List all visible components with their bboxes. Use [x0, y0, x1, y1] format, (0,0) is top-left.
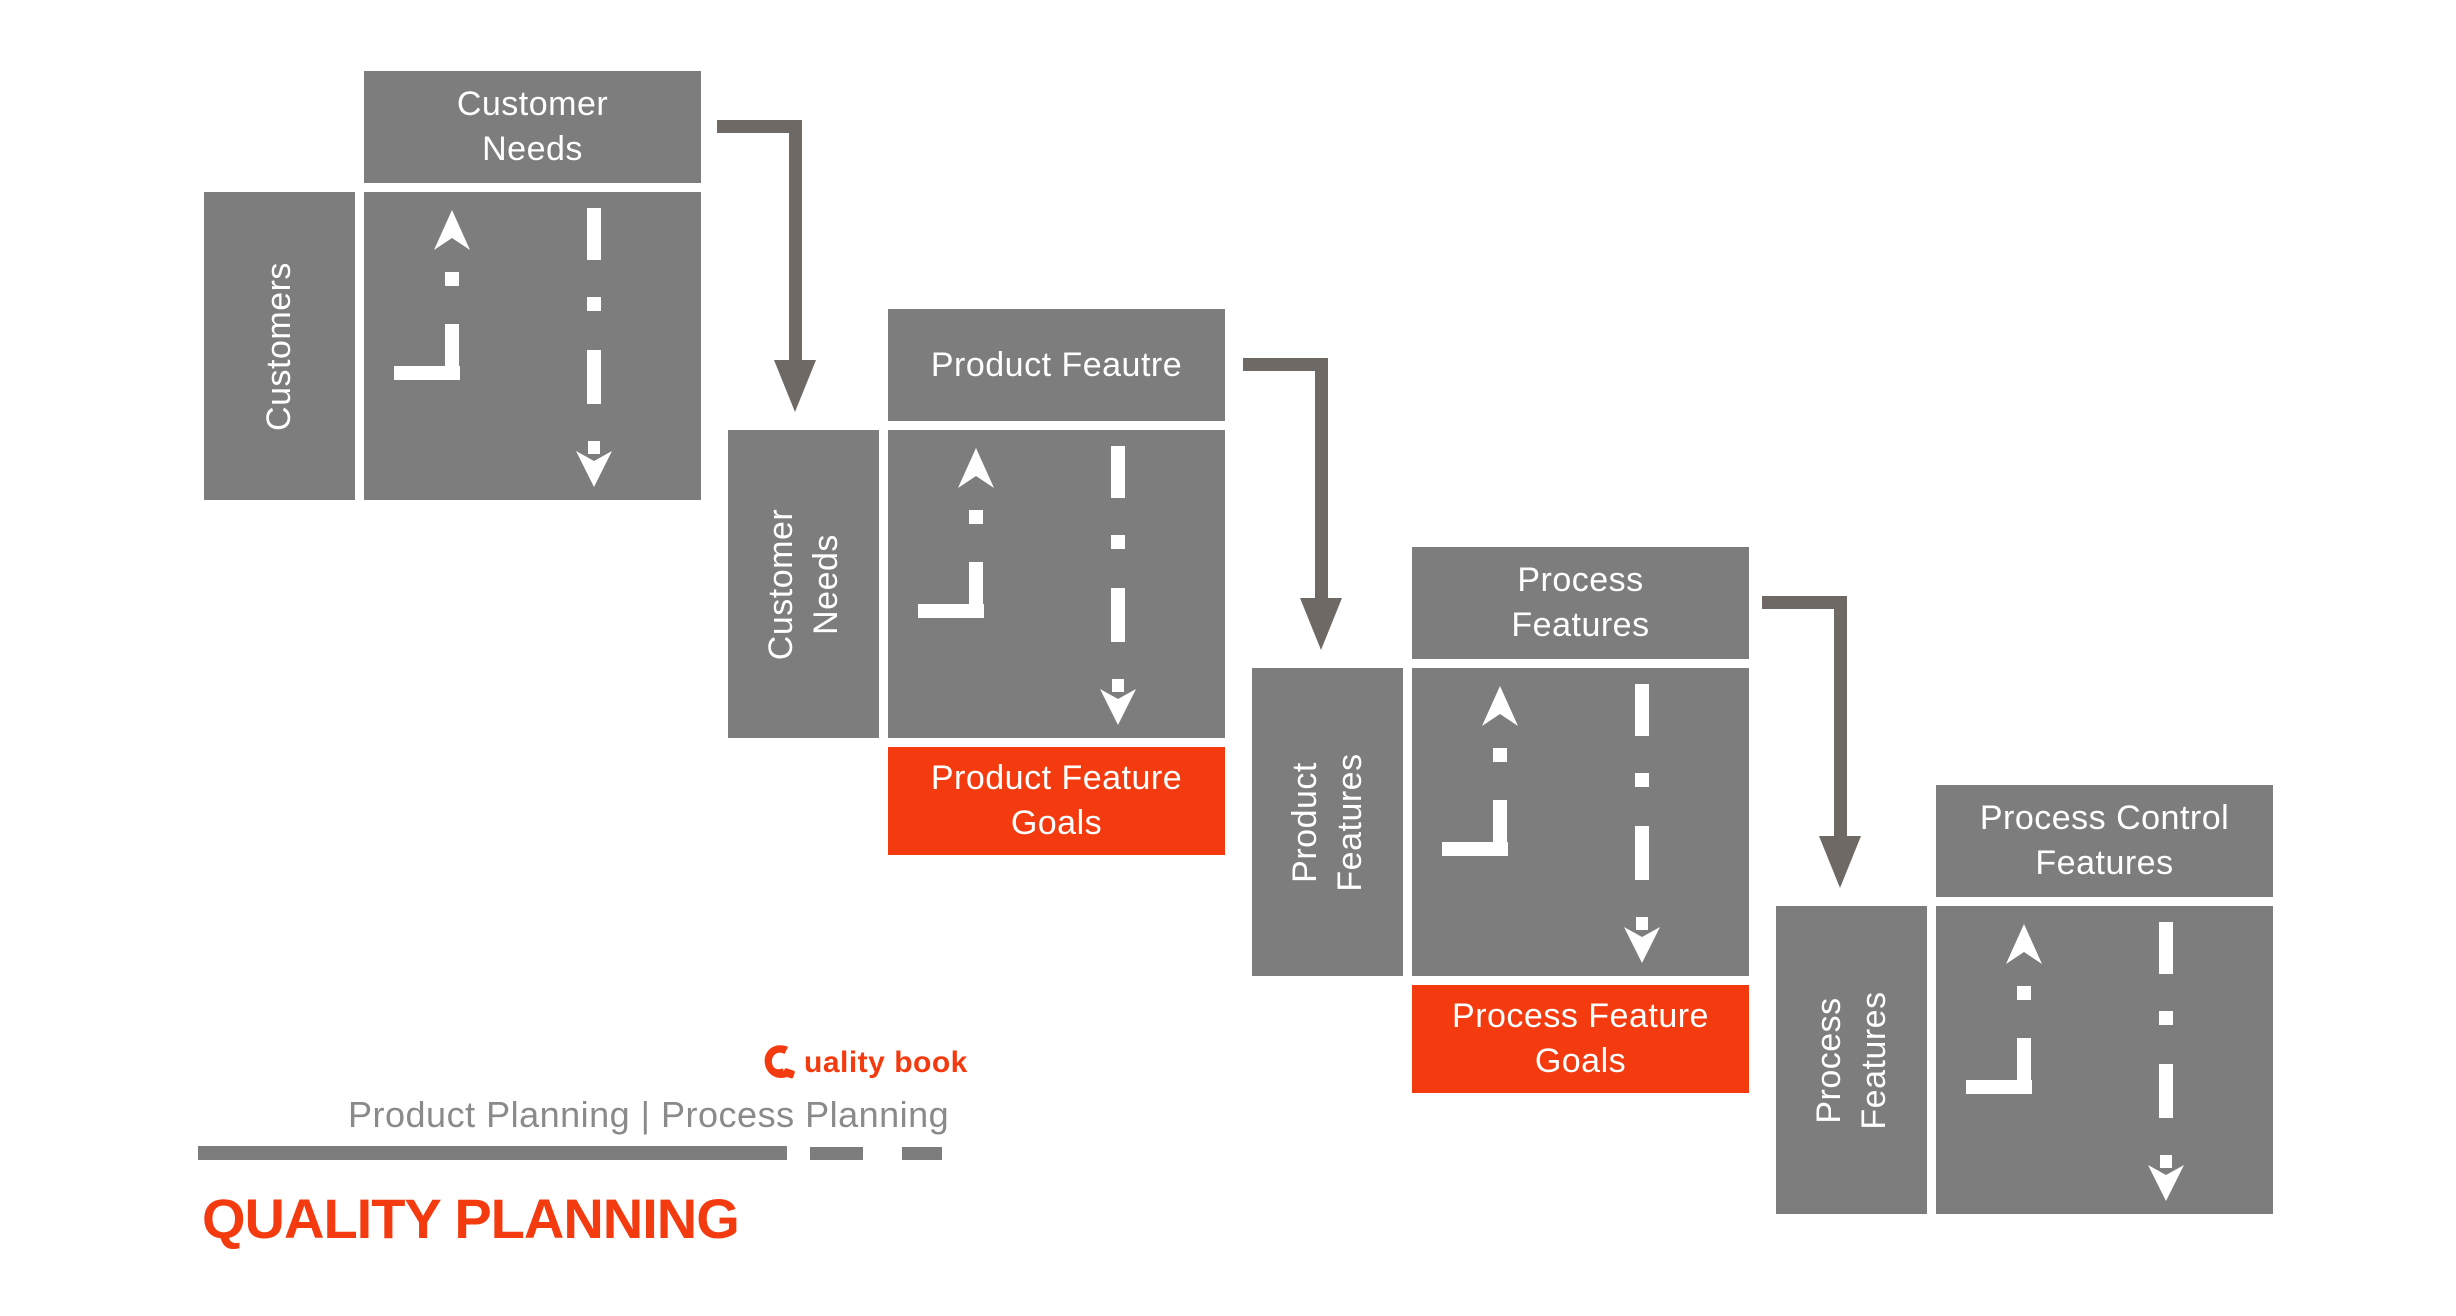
flow-arrows-icon	[918, 446, 1136, 725]
tagline: Product Planning | Process Planning	[348, 1094, 950, 1135]
divider-line	[198, 1146, 787, 1160]
matrix-box-2	[888, 430, 1225, 738]
side-label-text: Customers	[260, 261, 299, 431]
side-label-text: Customer Needs	[762, 508, 845, 660]
side-label-customer-needs: Customer Needs	[728, 430, 879, 738]
divider-dash	[902, 1147, 942, 1160]
side-label-product-features: Product Features	[1252, 668, 1403, 976]
connector-arrow-icon	[717, 120, 816, 412]
flow-arrows-icon	[394, 208, 612, 487]
quality-book-mark-icon	[764, 1045, 795, 1079]
header-box-process-control-features: Process Control Features	[1936, 785, 2273, 897]
flow-arrows-icon	[1442, 684, 1660, 963]
side-label-customers: Customers	[204, 192, 355, 500]
logo-text: uality book	[804, 1046, 968, 1079]
quality-book-logo: uality book	[762, 1044, 968, 1082]
matrix-box-4	[1936, 906, 2273, 1214]
divider-dash	[810, 1147, 863, 1160]
goal-box-process-feature-goals: Process Feature Goals	[1412, 985, 1749, 1093]
goal-box-product-feature-goals: Product Feature Goals	[888, 747, 1225, 855]
side-label-text: Process Features	[1810, 990, 1893, 1130]
connector-arrow-icon	[1243, 358, 1342, 650]
flow-arrows-icon	[1966, 922, 2184, 1201]
page-title: QUALITY PLANNING	[202, 1187, 740, 1250]
header-box-process-features: Process Features	[1412, 547, 1749, 659]
header-box-customer-needs: Customer Needs	[364, 71, 701, 183]
connector-arrow-icon	[1762, 596, 1861, 888]
matrix-box-1	[364, 192, 701, 500]
side-label-process-features: Process Features	[1776, 906, 1927, 1214]
header-box-product-feature: Product Feautre	[888, 309, 1225, 421]
matrix-box-3	[1412, 668, 1749, 976]
side-label-text: Product Features	[1286, 752, 1369, 892]
